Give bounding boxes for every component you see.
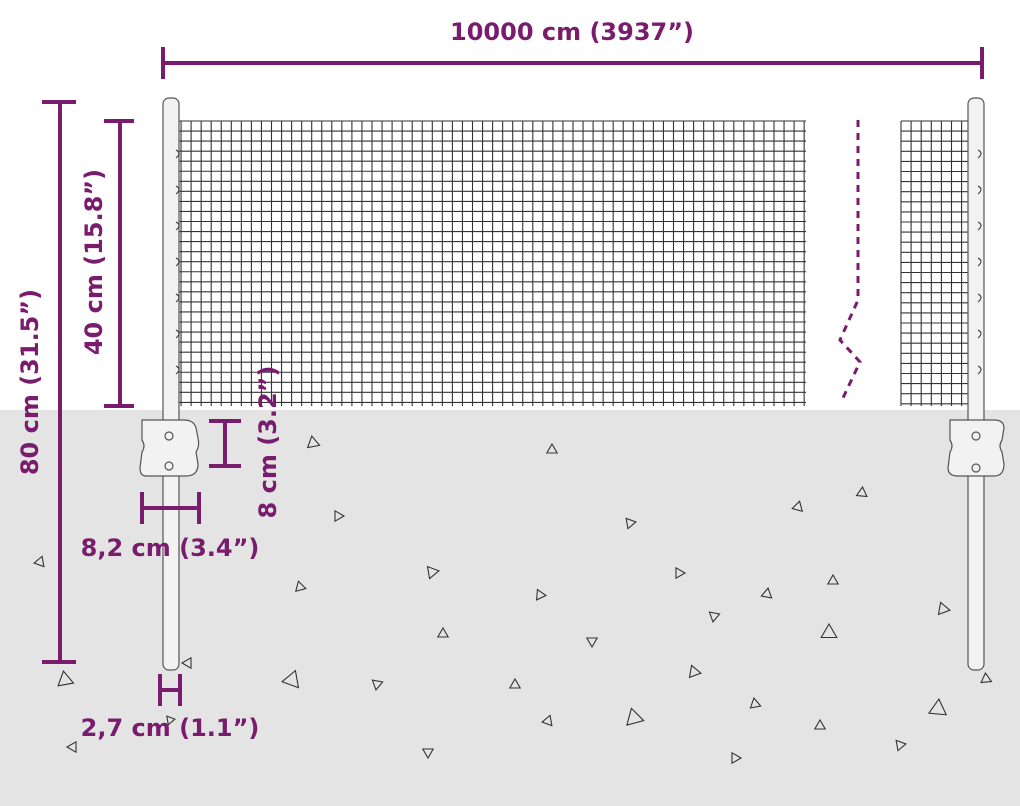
net-mesh-right <box>900 120 976 406</box>
bracket-height-label: 8 cm (3.2”) <box>254 366 282 519</box>
pebble-icon <box>813 718 827 730</box>
pebble-icon <box>708 611 721 623</box>
net-clip <box>175 185 180 195</box>
pebbles-group <box>33 435 993 765</box>
dimension-total-height: 80 cm (31.5”) <box>16 100 76 664</box>
dimension-bracket-height: 8 cm (3.2”) <box>209 366 282 519</box>
pebble-icon <box>33 555 45 568</box>
pebble-icon <box>166 715 176 726</box>
pebble-icon <box>625 517 637 530</box>
mesh-grid <box>170 120 806 406</box>
pebble-icon <box>535 588 548 601</box>
pebble-icon <box>65 740 77 754</box>
mesh-grid <box>900 120 976 406</box>
pebble-icon <box>508 677 522 689</box>
dimension-post-diameter: 2,7 cm (1.1”) <box>81 674 260 742</box>
post-diameter-label: 2,7 cm (1.1”) <box>81 714 260 742</box>
bracket-width-label: 8,2 cm (3.4”) <box>81 534 260 562</box>
net-clip <box>175 149 180 159</box>
net-clip <box>175 365 180 375</box>
pebble-icon <box>371 679 384 691</box>
pebble-icon <box>675 566 687 580</box>
pebble-icon <box>749 697 762 709</box>
pebble-icon <box>541 714 553 727</box>
pebble-icon <box>306 435 321 449</box>
post-right <box>947 97 1005 671</box>
dimension-mesh-height: 40 cm (15.8”) <box>80 119 134 408</box>
pebble-icon <box>895 739 907 752</box>
pebble-icon <box>791 500 804 513</box>
pebble-icon <box>57 670 75 687</box>
pebble-icon <box>820 622 838 639</box>
pebble-icon <box>626 707 645 726</box>
pebble-icon <box>421 748 435 760</box>
pebble-icon <box>855 485 868 498</box>
net-clip <box>175 329 180 339</box>
net-clip <box>977 365 982 375</box>
dimension-bracket-width: 8,2 cm (3.4”) <box>81 492 260 562</box>
pebble-icon <box>436 626 450 638</box>
pebble-icon <box>585 637 599 649</box>
pebble-icon <box>426 565 441 580</box>
pebble-icon <box>980 671 993 684</box>
bracket-icon <box>139 419 200 477</box>
net-clip <box>977 149 982 159</box>
net-clip <box>175 293 180 303</box>
net-clips-left <box>175 149 180 375</box>
post-left <box>139 97 200 671</box>
pebble-icon <box>281 669 300 689</box>
dimension-width: 10000 cm (3937”) <box>161 18 984 79</box>
break-line-icon <box>838 120 862 401</box>
bracket-icon <box>947 419 1005 477</box>
total-height-label: 80 cm (31.5”) <box>16 289 44 475</box>
net-clip <box>977 221 982 231</box>
pebble-icon <box>688 664 703 679</box>
net-mesh-left <box>170 120 806 406</box>
net-clip <box>175 257 180 267</box>
pebble-icon <box>937 601 952 616</box>
mesh-height-label: 40 cm (15.8”) <box>80 169 108 355</box>
pebble-icon <box>760 587 773 599</box>
net-clips-right <box>977 149 982 375</box>
pebble-icon <box>180 656 192 670</box>
pebble-icon <box>545 442 559 454</box>
net-clip <box>175 221 180 231</box>
net-clip <box>977 257 982 267</box>
pebble-icon <box>334 509 346 523</box>
net-clip <box>977 293 982 303</box>
net-clip <box>977 185 982 195</box>
pebble-icon <box>826 573 840 585</box>
pebble-icon <box>294 580 307 593</box>
pebble-icon <box>731 751 743 765</box>
net-clip <box>977 329 982 339</box>
pebble-icon <box>927 697 948 716</box>
width-label: 10000 cm (3937”) <box>450 18 694 46</box>
